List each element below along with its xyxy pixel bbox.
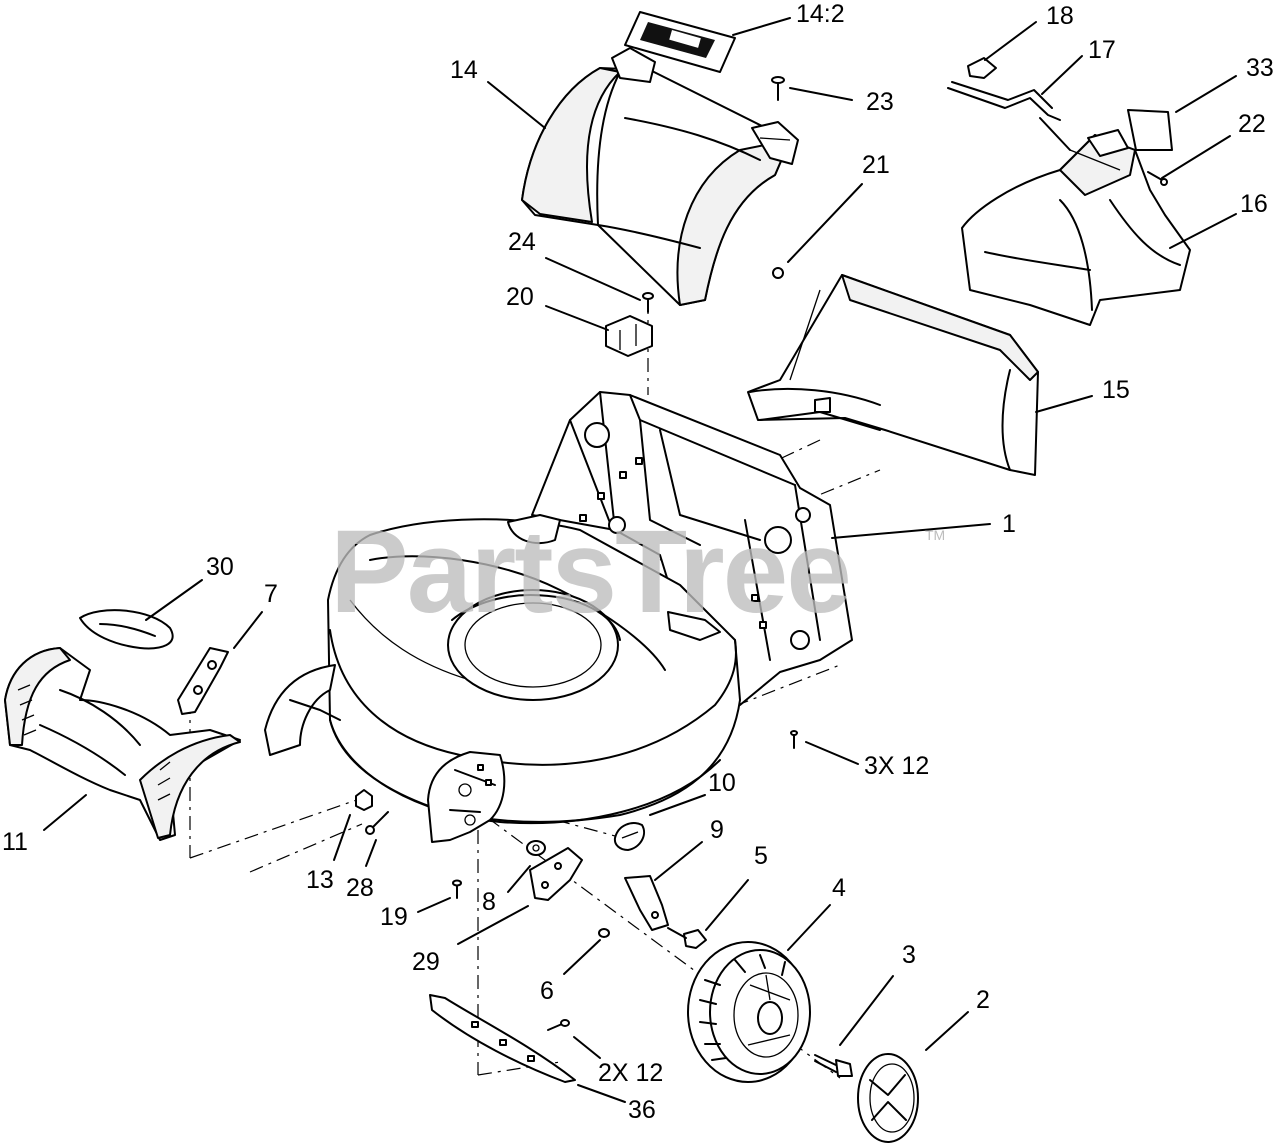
height-adjuster-plate	[427, 751, 506, 843]
callout-8: 8	[482, 888, 496, 916]
callout-28: 28	[346, 874, 374, 902]
callout-2x12: 2X 12	[598, 1059, 663, 1087]
bolt-28	[365, 811, 389, 835]
axle-bolt-3	[814, 1054, 853, 1077]
callout-14: 14	[450, 56, 478, 84]
callout-14-2: 14:2	[796, 0, 845, 28]
callout-6: 6	[540, 977, 554, 1005]
rear-shroud-14	[521, 47, 799, 306]
screw-2x12	[547, 1019, 570, 1031]
decal-30	[79, 609, 174, 650]
mower-deck-1	[327, 391, 853, 825]
bracket-20	[605, 315, 653, 357]
screw-24	[642, 292, 654, 313]
scraper-36	[429, 994, 576, 1083]
callout-22: 22	[1238, 110, 1266, 138]
callout-7: 7	[264, 580, 278, 608]
wheel-4	[687, 941, 811, 1083]
callout-33: 33	[1246, 54, 1274, 82]
callout-18: 18	[1046, 2, 1074, 30]
washer-8	[526, 840, 546, 856]
front-bumper-11	[4, 647, 241, 841]
screw-3x12	[790, 730, 798, 749]
bracket-29	[529, 847, 583, 901]
callout-13: 13	[306, 866, 334, 894]
callout-9: 9	[710, 816, 724, 844]
bolt-5	[667, 927, 707, 949]
screw-19	[452, 879, 462, 899]
side-skirt	[264, 664, 341, 756]
callout-1: 1	[1002, 510, 1016, 538]
leader-lines	[43, 17, 1237, 1103]
watermark-text: PartsTree	[330, 506, 850, 638]
callout-3x12: 3X 12	[864, 752, 929, 780]
callout-16: 16	[1240, 190, 1268, 218]
callout-21: 21	[862, 151, 890, 179]
callout-2: 2	[976, 986, 990, 1014]
washer-6	[598, 928, 610, 938]
callout-10: 10	[708, 769, 736, 797]
screw-23	[771, 76, 785, 101]
callout-23: 23	[866, 88, 894, 116]
callout-3: 3	[902, 941, 916, 969]
callout-5: 5	[754, 842, 768, 870]
callout-30: 30	[206, 553, 234, 581]
screw-22	[1147, 171, 1168, 186]
callout-24: 24	[508, 228, 536, 256]
grass-bag-frame-15	[747, 274, 1039, 476]
knob-18	[967, 57, 997, 79]
bracket-7	[177, 647, 229, 715]
callout-17: 17	[1088, 36, 1116, 64]
callout-20: 20	[506, 283, 534, 311]
decal-14-2	[624, 11, 736, 73]
watermark-trademark: TM	[925, 527, 945, 543]
bracket-9	[624, 875, 669, 931]
callout-11: 11	[2, 828, 28, 856]
callout-labels: 14:2 14 18 17 33 23 22 21 16 24 20 15 1 …	[2, 0, 1274, 1124]
discharge-cover-16	[961, 129, 1191, 326]
plug-10	[613, 822, 646, 851]
hub-cap-2	[857, 1053, 919, 1143]
callout-19: 19	[380, 903, 408, 931]
nut-21	[772, 267, 784, 279]
rod-17	[947, 81, 1071, 151]
callout-29: 29	[412, 948, 440, 976]
chute-door-33	[1127, 109, 1173, 151]
callout-36: 36	[628, 1096, 656, 1124]
callout-4: 4	[832, 874, 846, 902]
nut-13	[355, 789, 373, 811]
callout-15: 15	[1102, 376, 1130, 404]
